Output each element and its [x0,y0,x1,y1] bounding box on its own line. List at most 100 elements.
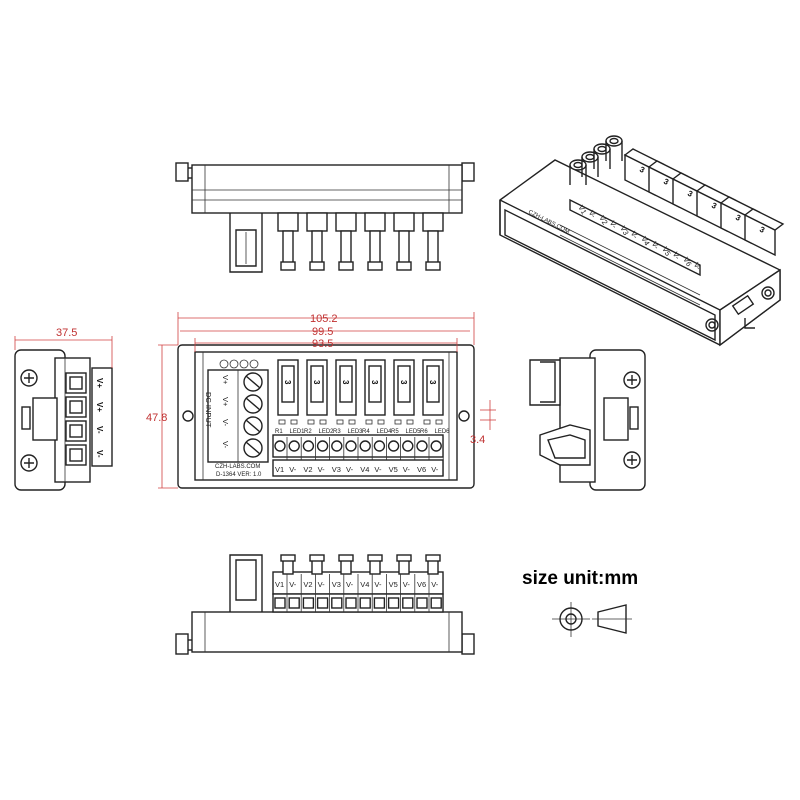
output-screw [402,440,414,452]
side-terminal-slot [65,396,87,418]
relay-led-label: LED5 [406,429,422,435]
resistor-pad [307,419,315,425]
fuse-holder [335,359,357,416]
bottom-terminal-hole [373,597,386,609]
led-pad [435,419,443,425]
led-pad [377,419,385,425]
relay-led-label: R3 [333,429,341,435]
bottom-terminal-hole [387,597,400,609]
side-terminal-slot [65,372,87,394]
dim-hole-offset: 3.4 [470,434,485,446]
bottom-fuse-body [369,559,381,575]
iso-terminal-label: V- [587,209,599,220]
bottom-fuse-body [282,559,294,575]
bottom-terminal-label: V6 [417,580,426,589]
dim-width-inner: 93.5 [312,338,333,350]
bottom-fuse-body [398,559,410,575]
output-screw [302,440,315,452]
resistor-pad [423,419,431,425]
iso-input-screw-head [609,137,619,145]
output-screw [345,440,357,452]
relay-led-label: LED1 [290,429,306,435]
output-screw [274,440,286,452]
bottom-terminal-label: V- [289,580,297,589]
dim-side-depth: 37.5 [56,327,77,339]
iso-input-screw-body [569,165,587,185]
relay-led-label: LED3 [348,429,364,435]
bottom-fuse-cap [280,554,296,562]
output-screw [316,440,329,452]
top-fuse-cap [425,261,441,271]
bottom-terminal-hole [331,597,343,609]
side-terminal-label: V- [95,450,104,458]
led-pad [319,419,327,425]
bottom-terminal-hole [274,597,286,609]
resistor-pad [365,419,373,425]
dimension-lines: 105.2 99.5 93.5 47.8 37.5 3.4 [14,312,496,489]
dim-width-total: 105.2 [310,313,338,325]
side-terminal-label: V+ [95,378,104,388]
fuse-holder [306,359,328,416]
top-fuse-cap [396,261,412,271]
led-pad [290,419,298,425]
dim-height: 47.8 [146,412,167,424]
projection-cone-icon [597,604,627,634]
iso-terminal-label: V3 [618,224,630,236]
front-view: DC INPUT V+V+V-V- CZH-LABS.COM D-1364 VE… [177,344,475,489]
fuse-label: 3 [341,380,350,385]
fuse-label: 3 [428,380,437,385]
iso-fuse-label: 3 [710,201,719,211]
bottom-terminal-label: V- [374,580,382,589]
led-pad [348,419,356,425]
top-fuse-cap [280,261,296,271]
output-screw [416,440,428,452]
output-screw [387,440,400,452]
iso-input-screw-body [581,157,599,177]
top-fuse-holder [364,212,386,232]
fuse-holder [422,359,444,416]
input-terminal-label: V+ [221,397,230,407]
fuse-body [368,365,382,403]
projection-circle-icon [559,607,583,631]
fuse-label: 3 [370,380,379,385]
output-screw [288,440,300,452]
bottom-terminal-label: V- [403,580,411,589]
input-screw-slot [245,419,261,433]
iso-terminal-label: V- [650,240,662,251]
side-terminal-hole [69,424,83,438]
input-screw [243,416,263,436]
side-terminal-label: V- [95,426,104,434]
resistor-pad [336,419,344,425]
output-terminal-label: V- [318,465,326,474]
bottom-fuse-cap [338,554,354,562]
top-fuse-holder [306,212,328,232]
brand-label: CZH-LABS.COM [215,464,260,470]
iso-input-screw-body [605,141,623,161]
relay-led-label: R5 [391,429,399,435]
output-terminal-label: V- [374,465,382,474]
fuse-label: 3 [312,380,321,385]
bottom-terminal-hole [316,597,329,609]
led-pad [406,419,414,425]
fuse-holder [393,359,415,416]
bottom-terminal-hole [302,597,315,609]
output-terminal-label: V- [289,465,297,474]
bottom-fuse-body [340,559,352,575]
fuse-label: 3 [283,380,292,385]
output-screw [430,440,442,452]
iso-input-screw-body [593,149,611,169]
iso-terminal-label: V1 [576,204,588,216]
fuse-body [339,365,353,403]
bottom-terminal-label: V5 [389,580,398,589]
iso-fuse-label: 3 [662,177,671,187]
bottom-terminal-hole [430,597,442,609]
bottom-terminal-label: V- [431,580,439,589]
iso-input-screw [605,135,623,147]
bottom-terminal-label: V- [346,580,354,589]
output-terminal-label: V4 [360,465,369,474]
fuse-holder [364,359,386,416]
fuse-body [281,365,295,403]
iso-fuse-label: 3 [638,165,647,175]
